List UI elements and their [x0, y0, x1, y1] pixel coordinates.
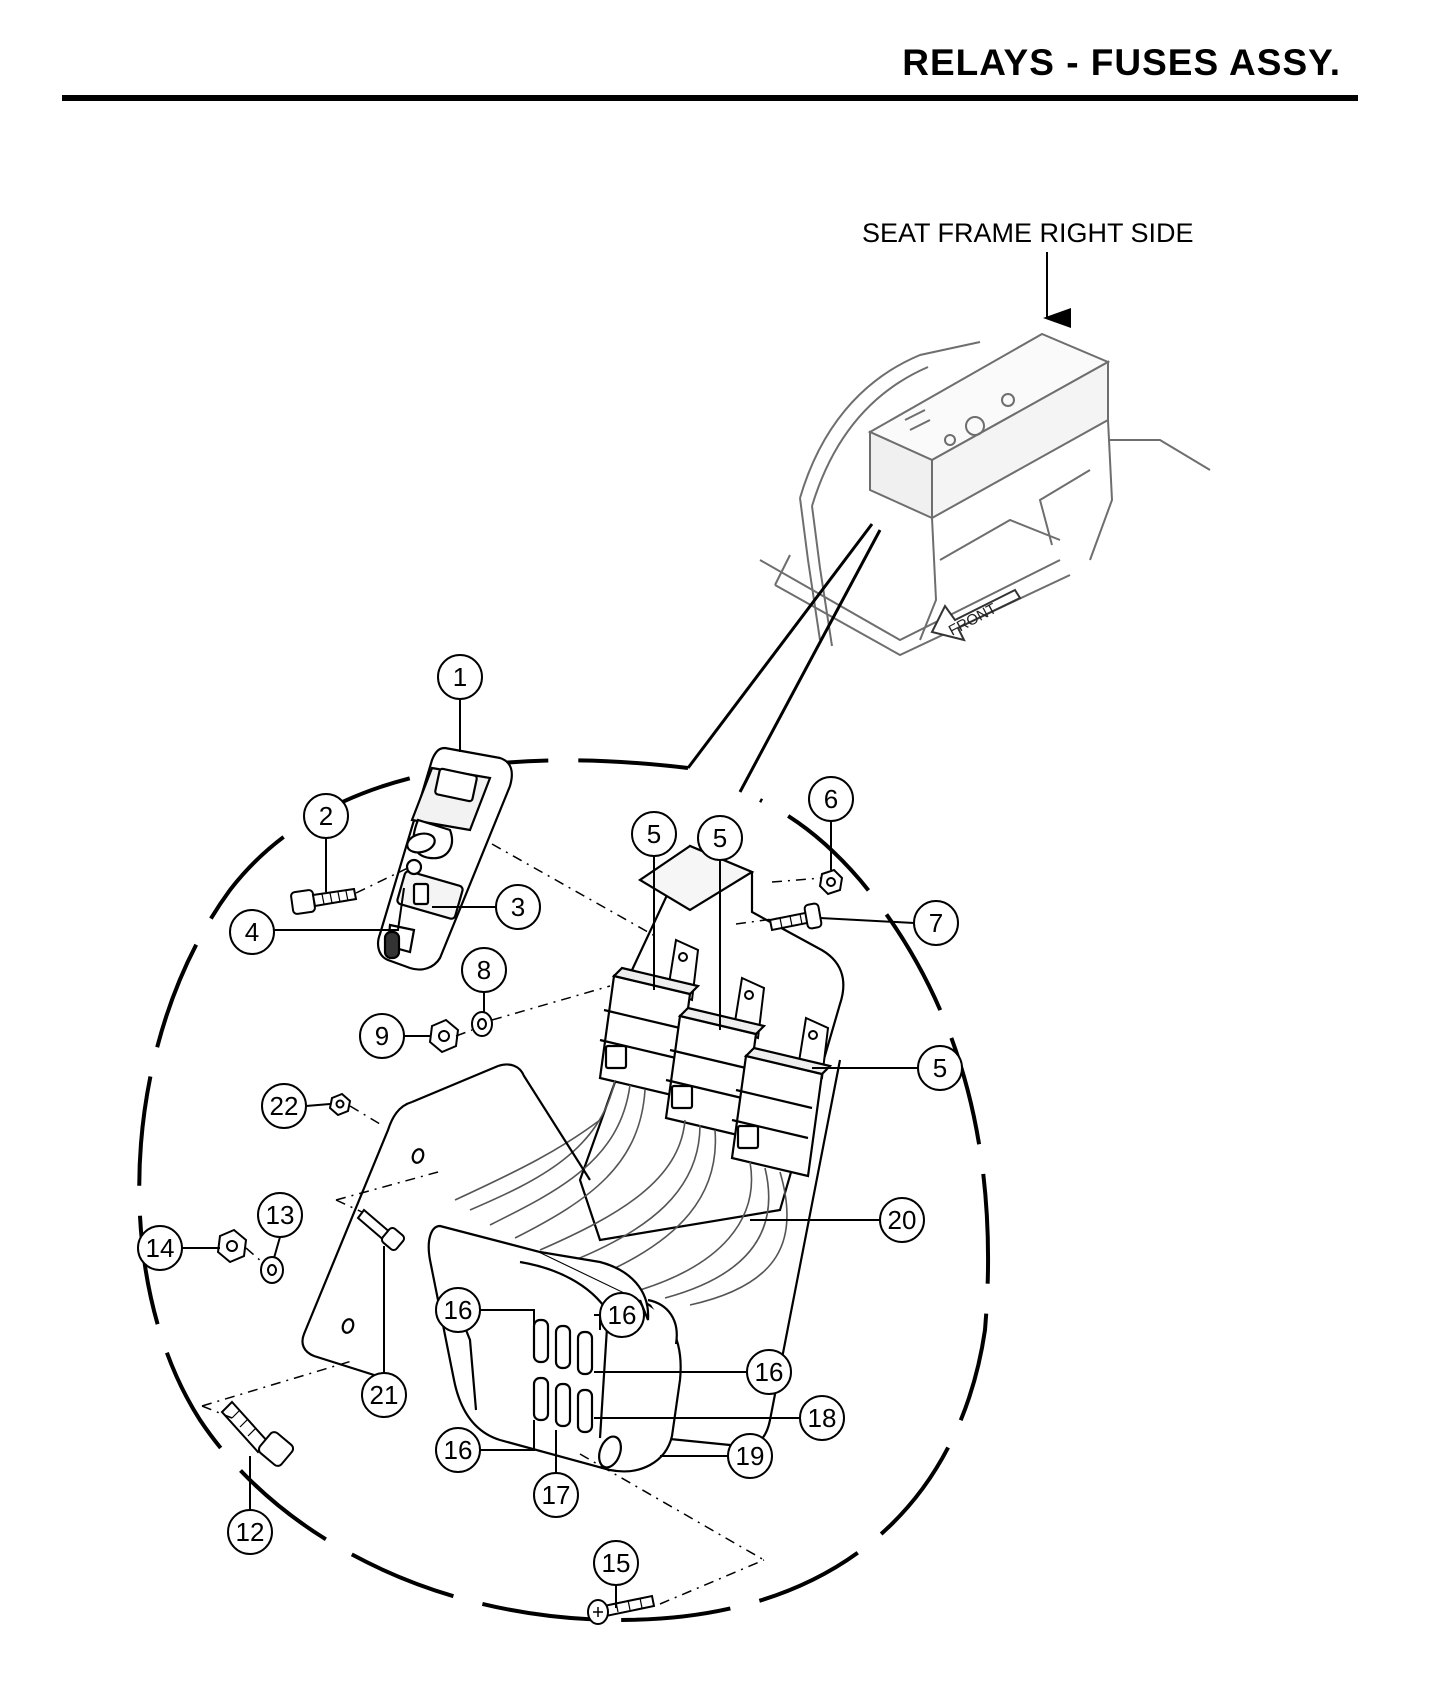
callout-1-number: 1 — [453, 662, 467, 692]
relay-b — [664, 1006, 767, 1138]
callout-8-number: 8 — [477, 955, 491, 985]
callout-8: 8 — [461, 947, 507, 993]
part-bolt-12 — [220, 1400, 295, 1467]
callout-16b-number: 16 — [608, 1300, 637, 1330]
callout-7: 7 — [913, 900, 959, 946]
callout-15-number: 15 — [602, 1548, 631, 1578]
callout-5b: 5 — [697, 815, 743, 861]
callout-5a-number: 5 — [647, 819, 661, 849]
callout-22-number: 22 — [270, 1091, 299, 1121]
callout-3: 3 — [495, 884, 541, 930]
callout-17: 17 — [533, 1472, 579, 1518]
callout-21: 21 — [361, 1372, 407, 1418]
callout-2: 2 — [303, 793, 349, 839]
callout-13-number: 13 — [266, 1200, 295, 1230]
callout-15: 15 — [593, 1540, 639, 1586]
part-main-fuse-block — [377, 746, 513, 971]
part-bolt-21 — [356, 1208, 406, 1252]
part-washer-8 — [471, 1011, 493, 1037]
callout-9-number: 9 — [375, 1021, 389, 1051]
callout-13: 13 — [257, 1192, 303, 1238]
callout-16d: 16 — [435, 1427, 481, 1473]
callout-4-number: 4 — [245, 917, 259, 947]
callout-19-number: 19 — [736, 1441, 765, 1471]
callout-19: 19 — [727, 1433, 773, 1479]
callout-20: 20 — [879, 1197, 925, 1243]
callout-9: 9 — [359, 1013, 405, 1059]
callout-7-number: 7 — [929, 908, 943, 938]
callout-6-number: 6 — [824, 784, 838, 814]
part-bolt-2 — [290, 887, 358, 915]
part-screw-15 — [587, 1594, 656, 1625]
callout-17-number: 17 — [542, 1480, 571, 1510]
callout-6: 6 — [808, 776, 854, 822]
part-nut-9 — [428, 1018, 460, 1054]
callout-12-number: 12 — [236, 1517, 265, 1547]
part-fuse-box — [427, 1224, 682, 1473]
relay-c — [730, 1046, 833, 1178]
detail-wedge-right — [738, 529, 882, 793]
part-nut-6 — [818, 868, 844, 896]
seat-frame-drawing — [759, 332, 1211, 657]
callout-20-number: 20 — [888, 1205, 917, 1235]
callout-22: 22 — [261, 1083, 307, 1129]
callout-16a: 16 — [435, 1287, 481, 1333]
callout-16c: 16 — [746, 1349, 792, 1395]
part-nut-14 — [216, 1228, 248, 1264]
callout-1: 1 — [437, 654, 483, 700]
callout-18-number: 18 — [808, 1403, 837, 1433]
title-rule — [62, 95, 1358, 101]
callout-4: 4 — [229, 909, 275, 955]
assembly-dashed-lines — [201, 843, 823, 1605]
callout-12: 12 — [227, 1509, 273, 1555]
callout-5b-number: 5 — [713, 823, 727, 853]
callout-5c: 5 — [917, 1045, 963, 1091]
page-title: RELAYS - FUSES ASSY. — [902, 42, 1341, 83]
relay-a — [598, 966, 701, 1098]
callout-5a: 5 — [631, 811, 677, 857]
callout-21-number: 21 — [370, 1380, 399, 1410]
callout-16c-number: 16 — [755, 1357, 784, 1387]
callout-16b: 16 — [599, 1292, 645, 1338]
callout-2-number: 2 — [319, 801, 333, 831]
front-label: FRONT — [946, 600, 1000, 639]
callout-16d-number: 16 — [444, 1435, 473, 1465]
callout-14: 14 — [137, 1225, 183, 1271]
callout-14-number: 14 — [146, 1233, 175, 1263]
callout-16a-number: 16 — [444, 1295, 473, 1325]
leader-lines — [182, 699, 918, 1608]
callout-3-number: 3 — [511, 892, 525, 922]
detail-wedge-left — [686, 523, 874, 769]
part-nut-22 — [328, 1092, 352, 1117]
front-arrow: FRONT — [930, 588, 1022, 642]
part-washer-13 — [260, 1256, 284, 1284]
callout-5c-number: 5 — [933, 1053, 947, 1083]
seat-frame-label: SEAT FRAME RIGHT SIDE — [862, 218, 1194, 248]
part-bolt-7 — [768, 902, 823, 932]
detail-circle — [137, 758, 991, 1623]
callout-18: 18 — [799, 1395, 845, 1441]
wire-harness — [454, 1079, 788, 1306]
